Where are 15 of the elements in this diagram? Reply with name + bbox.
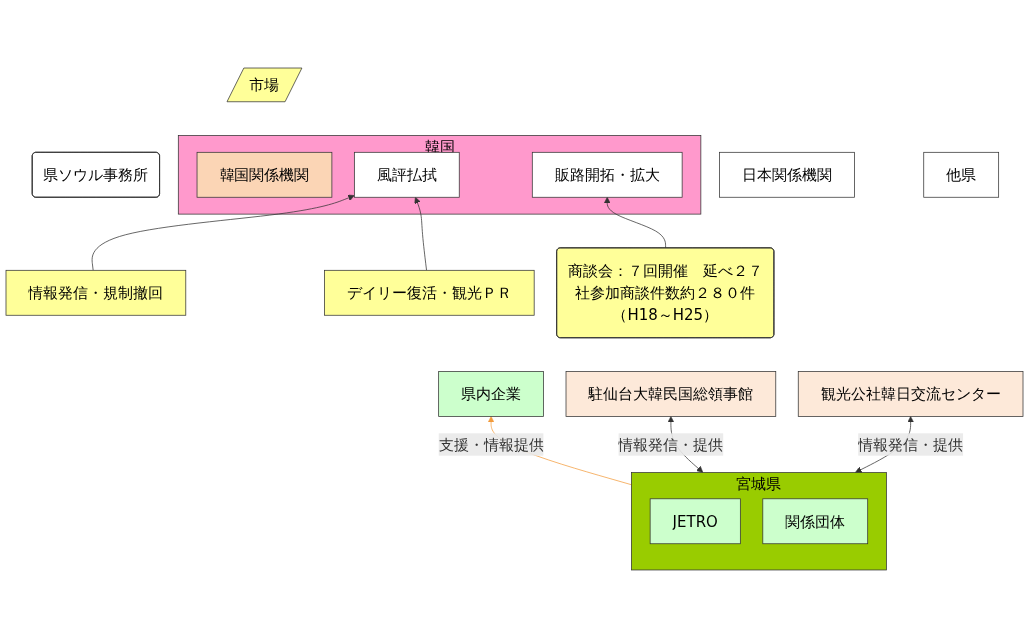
node-box: デイリー復活・観光ＰＲ [324, 269, 535, 316]
edge-label: 支援・情報提供 [438, 435, 544, 454]
node-box: JETRO [649, 498, 741, 545]
node-box: 韓国関係機関 [196, 151, 333, 198]
node-box: 情報発信・規制撤回 [5, 269, 187, 316]
node-box: 駐仙台大韓民国総領事館 [565, 371, 777, 417]
node-box: 風評払拭 [354, 151, 460, 198]
node-box: 観光公社韓日交流センター [797, 371, 1024, 417]
edge-label: 情報発信・提供 [618, 435, 724, 454]
node-box: 日本関係機関 [719, 151, 855, 198]
node-box: 県内企業 [438, 371, 544, 417]
edge-label: 情報発信・提供 [858, 435, 964, 454]
node-box: 販路開拓・拡大 [531, 151, 683, 198]
node-box: 関係団体 [762, 498, 869, 545]
node-box: 他県 [923, 151, 1000, 198]
